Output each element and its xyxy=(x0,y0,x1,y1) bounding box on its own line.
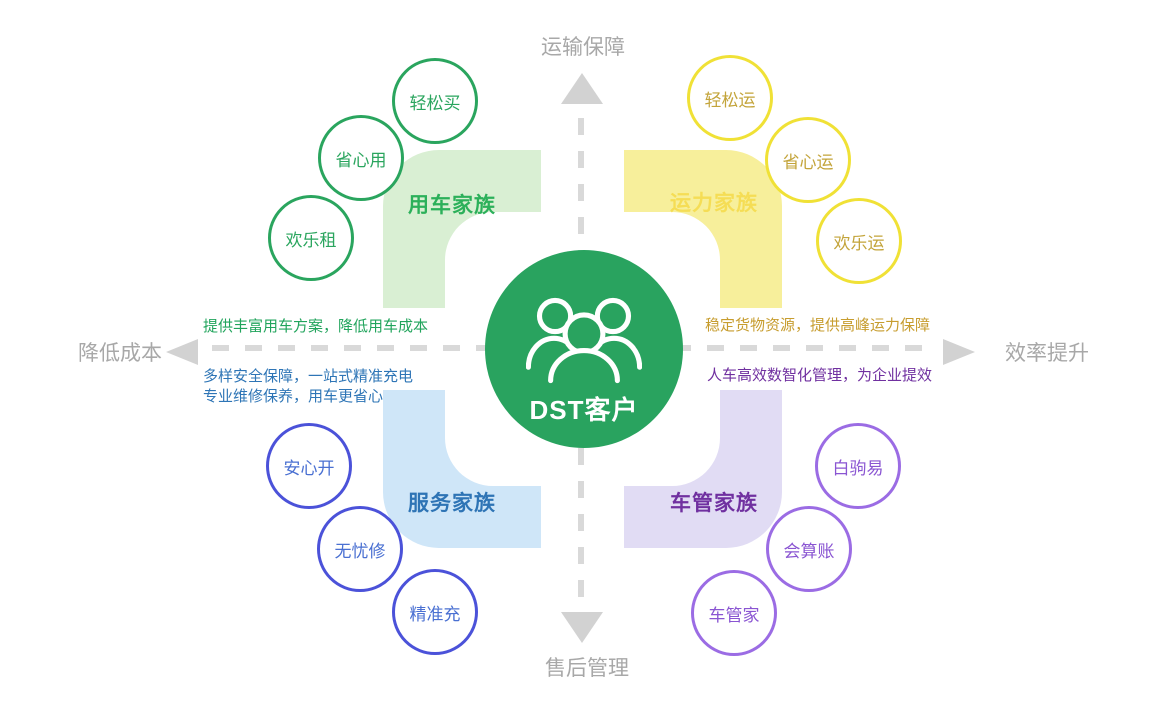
annotation-service: 多样安全保障，一站式精准充电 专业维修保养，用车更省心 xyxy=(203,367,413,407)
node-management-3: 车管家 xyxy=(691,570,777,656)
axis-arrow-up-icon xyxy=(561,73,603,104)
band-capacity xyxy=(624,150,782,308)
node-vehicle-2: 省心用 xyxy=(318,115,404,201)
node-vehicle-3: 欢乐租 xyxy=(268,195,354,281)
center-circle: DST客户 xyxy=(485,250,683,448)
node-vehicle-1: 轻松买 xyxy=(392,58,478,144)
node-service-1: 安心开 xyxy=(266,423,352,509)
axis-label-top: 运输保障 xyxy=(541,36,625,59)
annotation-vehicle: 提供丰富用车方案，降低用车成本 xyxy=(203,318,429,335)
family-label-vehicle: 用车家族 xyxy=(408,194,496,217)
band-management xyxy=(624,390,782,548)
node-management-2: 会算账 xyxy=(766,506,852,592)
family-label-capacity: 运力家族 xyxy=(670,192,758,215)
axis-label-left: 降低成本 xyxy=(78,342,162,365)
people-group-icon xyxy=(526,297,642,384)
family-label-service: 服务家族 xyxy=(408,492,496,515)
axis-arrow-left-icon xyxy=(166,339,198,365)
center-label: DST客户 xyxy=(529,395,639,425)
axis-label-bottom: 售后管理 xyxy=(545,657,629,680)
node-capacity-2: 省心运 xyxy=(765,117,851,203)
node-capacity-1: 轻松运 xyxy=(687,55,773,141)
node-capacity-3: 欢乐运 xyxy=(816,198,902,284)
node-management-1: 白驹易 xyxy=(815,423,901,509)
node-service-2: 无忧修 xyxy=(317,506,403,592)
axis-label-right: 效率提升 xyxy=(1005,342,1089,365)
band-service xyxy=(383,390,541,548)
annotation-service-line1: 多样安全保障，一站式精准充电 xyxy=(203,368,414,385)
annotation-capacity: 稳定货物资源，提供高峰运力保障 xyxy=(705,317,931,334)
annotation-management: 人车高效数智化管理，为企业提效 xyxy=(707,367,933,384)
annotation-service-line2: 专业维修保养，用车更省心 xyxy=(203,388,384,405)
family-label-management: 车管家族 xyxy=(670,492,758,515)
axis-arrow-down-icon xyxy=(561,612,603,643)
axis-arrow-right-icon xyxy=(943,339,975,365)
node-service-3: 精准充 xyxy=(392,569,478,655)
band-vehicle xyxy=(383,150,541,308)
